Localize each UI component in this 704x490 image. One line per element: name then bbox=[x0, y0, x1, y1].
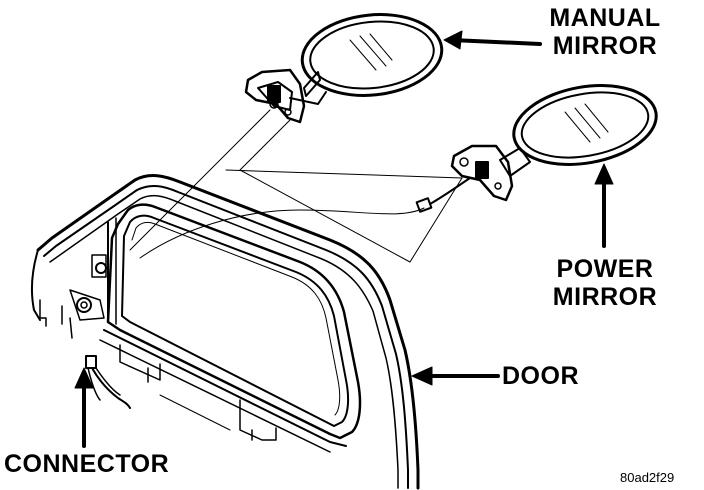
power-mirror-label-line1: POWER bbox=[556, 255, 654, 283]
door-label: DOOR bbox=[502, 362, 579, 390]
leader-lines bbox=[129, 109, 463, 263]
manual-mirror-label: MANUAL MIRROR bbox=[540, 4, 670, 60]
manual-mirror-label-line1: MANUAL bbox=[549, 4, 661, 32]
manual-mirror-illustration bbox=[244, 13, 444, 124]
arrowhead-manual-mirror bbox=[443, 30, 463, 50]
arrowhead-door bbox=[411, 366, 433, 386]
door-illustration bbox=[30, 174, 420, 490]
arrow-manual-mirror bbox=[450, 38, 542, 46]
arrowhead-power-mirror bbox=[594, 163, 614, 185]
connector-label: CONNECTOR bbox=[4, 450, 170, 478]
power-mirror-label: POWER MIRROR bbox=[545, 255, 665, 311]
manual-mirror-label-line2: MIRROR bbox=[552, 32, 658, 60]
power-mirror-label-line2: MIRROR bbox=[552, 283, 658, 311]
power-mirror-illustration bbox=[415, 84, 658, 213]
arrowhead-connector bbox=[74, 367, 94, 389]
figure-code: 80ad2f29 bbox=[620, 470, 675, 485]
